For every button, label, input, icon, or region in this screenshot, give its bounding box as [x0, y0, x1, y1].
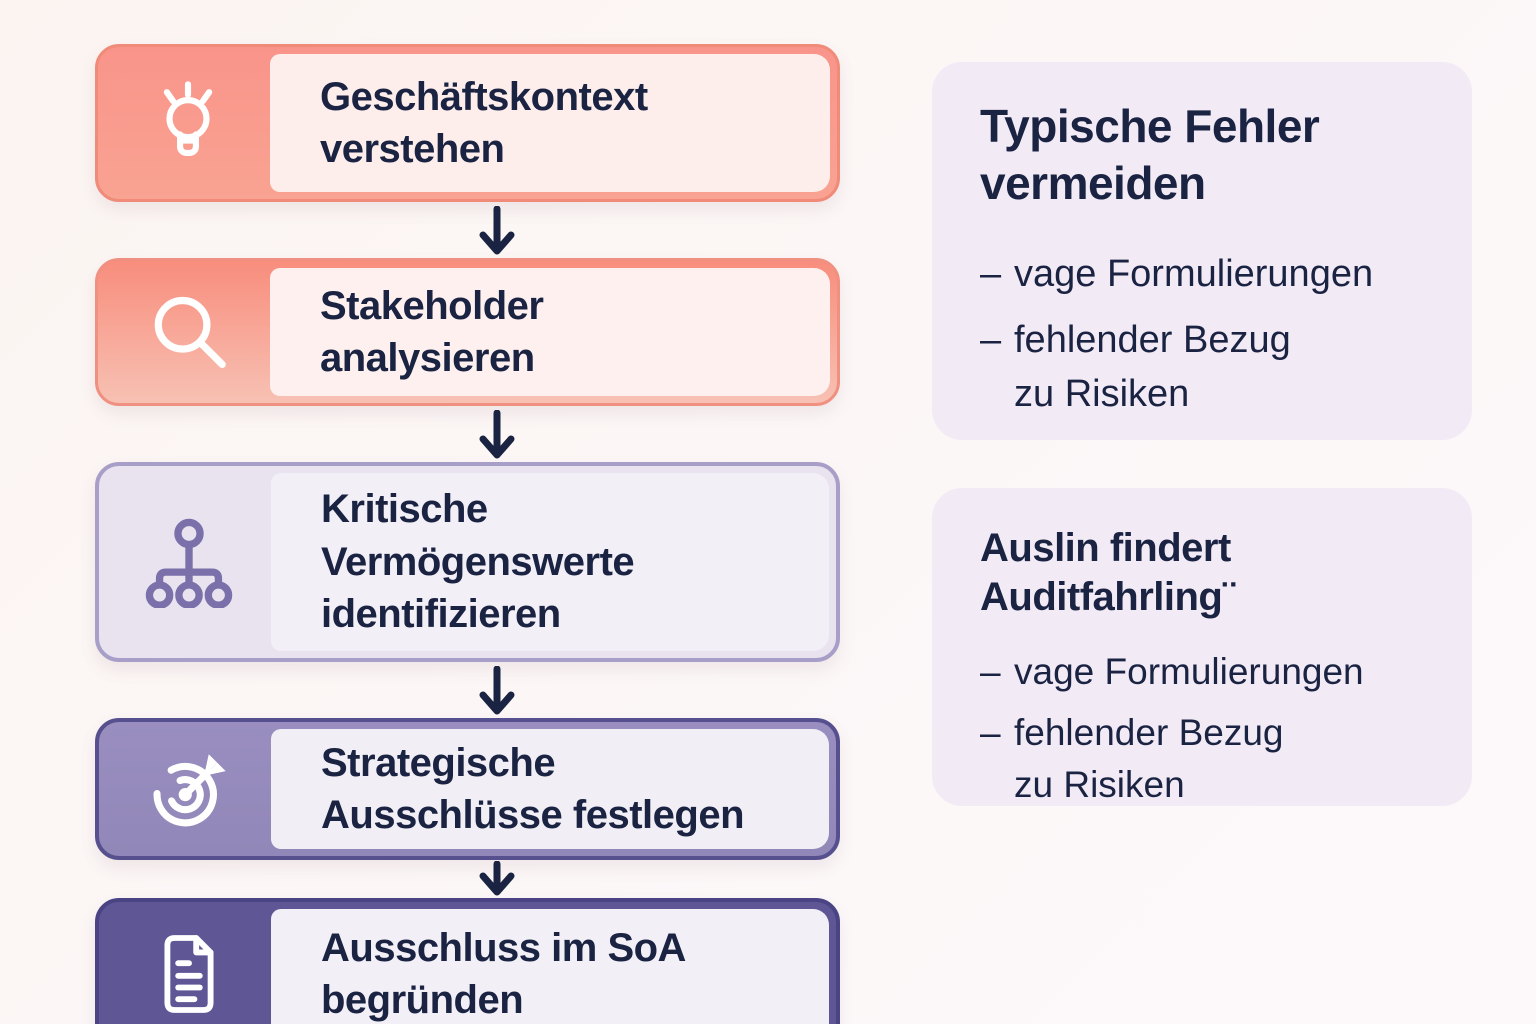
org-chart-icon — [143, 516, 235, 608]
step-box-ausschluesse: Strategische Ausschlüsse festlegen — [95, 718, 840, 860]
info-panel-typische-fehler: Typische Fehler vermeiden – vage Formuli… — [932, 62, 1472, 440]
step-5-icon-zone — [106, 909, 271, 1024]
info-panel-audit: Auslin findert Auditfahrling¨ – vage For… — [932, 488, 1472, 806]
step-4-title: Strategische Ausschlüsse festlegen — [321, 740, 745, 837]
bullet-dash: – — [980, 650, 1001, 692]
step-box-stakeholder: Stakeholder analysieren — [95, 258, 840, 406]
document-icon — [144, 929, 234, 1019]
step-1-icon-zone — [105, 54, 270, 192]
step-3-label-panel: Kritische Vermögenswerte identifizieren — [271, 473, 829, 651]
step-1-title: Geschäftskontext verstehen — [320, 74, 648, 171]
bullet-text: fehlender Bezug zu Risiken — [1014, 712, 1284, 806]
flow-arrow-down-3 — [475, 666, 519, 716]
panel-1-title: Typische Fehler vermeiden — [980, 100, 1320, 210]
step-box-vermoegenswerte: Kritische Vermögenswerte identifizieren — [95, 462, 840, 662]
step-2-label-panel: Stakeholder analysieren — [270, 268, 830, 396]
step-box-soa-begruendung: Ausschluss im SoA begründen — [95, 898, 840, 1024]
bullet-dash: – — [980, 319, 1002, 362]
panel-2-bullet-1: – vage Formulierungen — [980, 646, 1426, 698]
step-box-geschaeftskontext: Geschäftskontext verstehen — [95, 44, 840, 202]
step-4-label-panel: Strategische Ausschlüsse festlegen — [271, 729, 829, 849]
step-1-label-panel: Geschäftskontext verstehen — [270, 54, 830, 192]
flow-arrow-down-4 — [475, 861, 519, 897]
panel-2-bullet-2: – fehlender Bezug zu Risiken — [980, 707, 1426, 811]
panel-1-bullet-2: – fehlender Bezug zu Risiken — [980, 314, 1426, 422]
bullet-text: vage Formulierungen — [1014, 253, 1374, 296]
step-3-title: Kritische Vermögenswerte identifizieren — [321, 487, 635, 637]
step-5-label-panel: Ausschluss im SoA begründen — [271, 909, 829, 1024]
bullet-dash: – — [980, 253, 1002, 296]
panel-1-bullet-1: – vage Formulierungen — [980, 248, 1426, 302]
target-icon — [142, 742, 236, 836]
bullet-dash: – — [980, 712, 1001, 754]
step-2-title: Stakeholder analysieren — [320, 283, 544, 380]
step-2-icon-zone — [105, 268, 270, 396]
panel-2-title: Auslin findert Auditfahrling¨ — [980, 526, 1236, 619]
bullet-text: vage Formulierungen — [1014, 650, 1364, 692]
flow-arrow-down-1 — [475, 206, 519, 256]
step-5-title: Ausschluss im SoA begründen — [321, 925, 686, 1022]
magnifier-icon — [143, 287, 233, 377]
step-3-icon-zone — [106, 473, 271, 651]
bullet-text: fehlender Bezug zu Risiken — [1014, 319, 1291, 415]
step-4-icon-zone — [106, 729, 271, 849]
flow-arrow-down-2 — [475, 410, 519, 460]
lightbulb-icon — [144, 79, 232, 167]
